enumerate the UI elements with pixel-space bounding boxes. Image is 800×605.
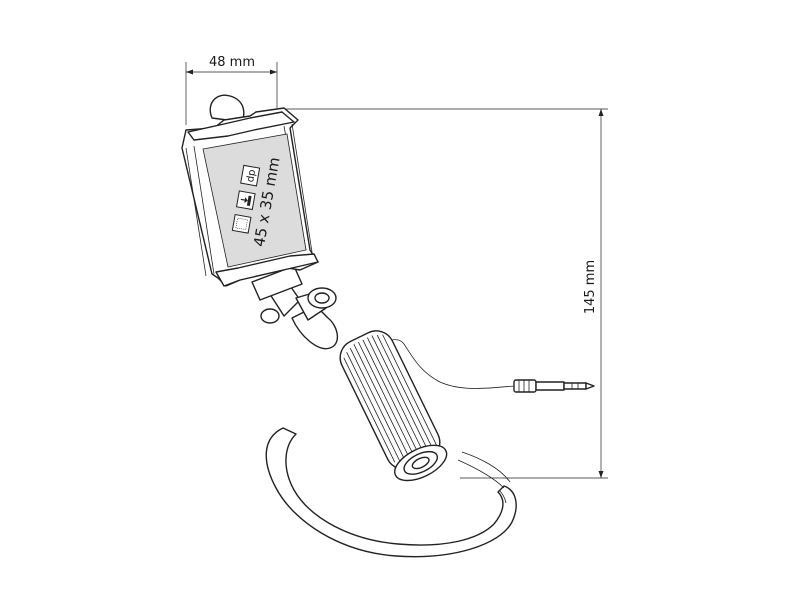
print-method-icons: dp	[231, 164, 261, 234]
dp-icon: dp	[240, 164, 261, 187]
wrist-strap	[265, 427, 517, 558]
handle	[339, 330, 448, 482]
audio-cable	[359, 339, 595, 393]
pad-print-icon	[231, 214, 252, 234]
pivot-joint	[251, 265, 338, 350]
audio-jack-plug	[513, 379, 595, 393]
dp-label: dp	[245, 169, 258, 183]
width-label: 48 mm	[209, 55, 255, 70]
doming-icon	[235, 190, 256, 211]
height-label: 145 mm	[583, 260, 598, 314]
phone-holder: 45 x 35 mm dp	[181, 94, 319, 287]
height-dimension: 145 mm	[280, 108, 608, 479]
print-area	[202, 133, 307, 268]
width-dimension: 48 mm	[185, 55, 278, 125]
